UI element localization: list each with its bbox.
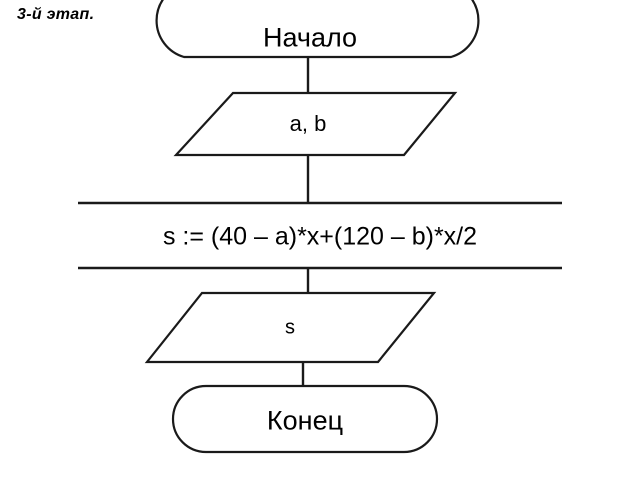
start-terminator-shape [155, 0, 480, 59]
end-terminator-shape [171, 384, 439, 454]
input-parallelogram-shape [173, 91, 458, 157]
process-rectangle-label: s := (40 – a)*x+(120 – b)*x/2 [162, 222, 478, 251]
process-rectangle-fill [78, 203, 562, 268]
page-title: 3-й этап. [17, 6, 95, 23]
start-terminator-label: Начало [262, 22, 358, 53]
input-parallelogram-label: a, b [289, 111, 327, 136]
output-parallelogram-label: s [285, 316, 295, 339]
end-terminator-label: Конец [266, 405, 344, 436]
output-parallelogram-shape [144, 291, 437, 364]
